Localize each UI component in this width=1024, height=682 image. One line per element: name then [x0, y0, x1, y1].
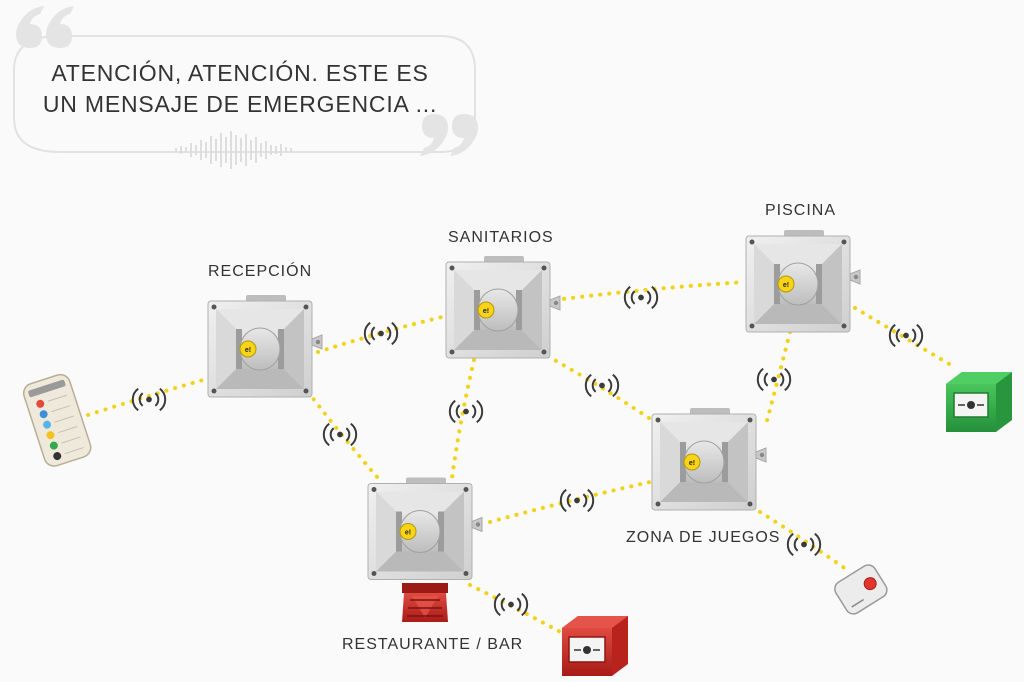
speaker-siren-icon — [651, 408, 767, 511]
wireless-signal-icon — [363, 321, 399, 346]
wireless-signal-icon — [623, 285, 659, 310]
link-zona-button — [758, 510, 852, 574]
wireless-signal-icon — [493, 592, 529, 617]
red-beacon-icon — [402, 583, 448, 622]
label-piscina: PISCINA — [765, 202, 837, 219]
waveform-icon — [175, 131, 292, 169]
label-restaurante: RESTAURANTE / BAR — [342, 636, 524, 653]
link-restaurante-zona — [488, 480, 652, 524]
quote-close-icon — [420, 114, 478, 156]
remote-control-icon — [22, 373, 92, 467]
link-restaurante-callpoint — [468, 583, 570, 638]
speaker-siren-icon — [745, 230, 861, 333]
link-recepcion-sanitarios — [316, 314, 448, 354]
manual-call-point-icon — [946, 372, 1012, 432]
link-remote-recepcion — [86, 376, 212, 417]
label-zona-juegos: ZONA DE JUEGOS — [626, 529, 781, 546]
message-line-1: ATENCIÓN, ATENCIÓN. ESTE ES — [51, 60, 429, 86]
label-sanitarios: SANITARIOS — [448, 229, 554, 246]
speech-bubble — [13, 35, 476, 153]
speaker-siren-icon — [207, 295, 323, 398]
wireless-signal-icon — [322, 422, 358, 447]
panic-button-icon — [834, 564, 888, 615]
link-sanitarios-restaurante — [450, 358, 476, 480]
speaker-siren-icon — [445, 256, 561, 359]
wireless-signal-icon — [786, 532, 822, 557]
quote-open-icon — [16, 6, 74, 48]
link-recepcion-restaurante — [306, 390, 380, 480]
emergency-message: ATENCIÓN, ATENCIÓN. ESTE ES UN MENSAJE D… — [40, 58, 440, 120]
wireless-links — [86, 280, 958, 638]
link-sanitarios-zona — [538, 350, 654, 422]
wireless-signal-icon — [888, 323, 924, 348]
wireless-signal-icon — [584, 373, 620, 398]
message-line-2: UN MENSAJE DE EMERGENCIA ... — [42, 91, 438, 117]
wireless-signal-icon — [131, 387, 167, 412]
link-piscina-zona — [763, 330, 792, 430]
label-recepcion: RECEPCIÓN — [208, 263, 313, 280]
manual-call-point-icon — [562, 616, 628, 676]
wireless-signal-icon — [756, 367, 792, 392]
wireless-signal-icon — [559, 488, 595, 513]
speaker-siren-icon — [367, 476, 483, 581]
